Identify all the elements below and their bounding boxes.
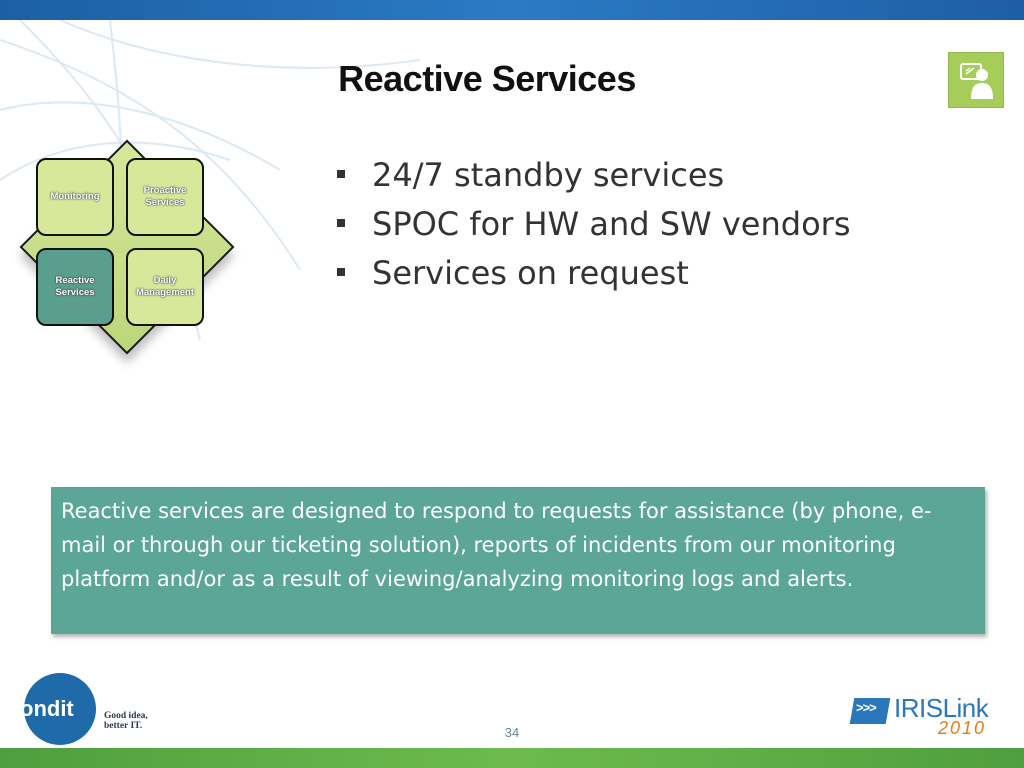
diagram-tile-reactive-services: Reactive Services: [36, 248, 114, 326]
event-logo: >>> IRISLink 2010: [849, 692, 1002, 738]
diagram-tile-proactive-services: Proactive Services: [126, 158, 204, 236]
diagram-tile-monitoring: Monitoring: [36, 158, 114, 236]
description-callout-box: Reactive services are designed to respon…: [51, 487, 985, 634]
diagram-tile-label: Daily Management: [135, 275, 195, 298]
bullet-item: 24/7 standby services: [334, 152, 850, 201]
event-logo-chevrons: >>>: [856, 700, 877, 715]
top-header-bar: [0, 0, 1024, 20]
bullet-item: Services on request: [334, 250, 850, 299]
callout-text: Reactive services are designed to respon…: [61, 499, 932, 591]
company-tagline: Good idea, better IT.: [104, 711, 148, 731]
diagram-tile-daily-management: Daily Management: [126, 248, 204, 326]
service-model-diagram: Monitoring Proactive Services Reactive S…: [14, 136, 235, 355]
tagline-line: Good idea,: [104, 711, 148, 721]
event-logo-name: IRISLink: [894, 693, 989, 723]
bottom-footer-bar: [0, 748, 1024, 768]
square-bullet-icon: [337, 268, 345, 276]
tagline-line: better IT.: [104, 721, 143, 731]
page-number: 34: [504, 725, 520, 740]
slide-title: Reactive Services: [338, 58, 636, 99]
company-logo-text: ondit: [24, 696, 74, 721]
bullet-text: SPOC for HW and SW vendors: [372, 205, 851, 243]
bullet-item: SPOC for HW and SW vendors: [334, 201, 850, 250]
presenter-icon[interactable]: [948, 52, 1004, 108]
square-bullet-icon: [337, 170, 345, 178]
diagram-tile-label: Proactive Services: [143, 185, 187, 208]
bullet-list: 24/7 standby services SPOC for HW and SW…: [334, 152, 850, 299]
event-logo-year: 2010: [938, 718, 987, 738]
bullet-text: 24/7 standby services: [372, 156, 725, 194]
square-bullet-icon: [337, 219, 345, 227]
diagram-tile-label: Monitoring: [50, 191, 100, 202]
diagram-tile-label: Reactive Services: [55, 275, 95, 298]
company-logo: ondit: [24, 673, 96, 745]
bullet-text: Services on request: [372, 254, 689, 292]
